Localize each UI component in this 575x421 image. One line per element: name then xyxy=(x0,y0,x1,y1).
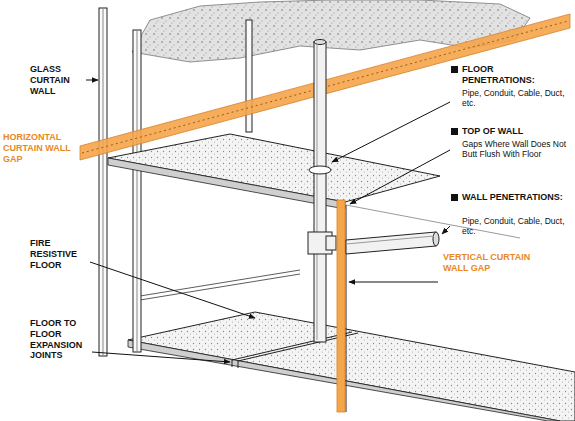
gap-label: VERTICAL CURTAIN WALL GAP xyxy=(443,252,543,274)
upper-floor-slab xyxy=(108,134,440,209)
lower-floor-slab xyxy=(128,312,575,421)
heading-label: TOP OF WALL xyxy=(462,126,567,137)
leader-lines xyxy=(86,80,450,362)
partition-wall xyxy=(337,200,520,412)
part-label: GLASS CURTAIN WALL xyxy=(30,64,84,96)
vertical-pipe xyxy=(308,40,336,343)
part-label: FIRE RESISTIVE FLOOR xyxy=(30,238,88,270)
heading-label: WALL PENETRATIONS: xyxy=(462,192,567,203)
bullet-squares xyxy=(451,66,458,201)
fire-resistive-floor-edge xyxy=(140,270,300,300)
note-label: Gaps Where Wall Does Not Butt Flush With… xyxy=(462,139,567,159)
part-label: FLOOR TO FLOOR EXPANSION JOINTS xyxy=(30,318,90,361)
gap-label: HORIZONTAL CURTAIN WALL GAP xyxy=(3,132,73,164)
horizontal-pipe xyxy=(346,232,439,254)
note-label: Pipe, Conduit, Cable, Duct, etc. xyxy=(462,216,567,236)
heading-label: FLOOR PENETRATIONS: xyxy=(462,64,567,86)
note-label: Pipe, Conduit, Cable, Duct, etc. xyxy=(462,88,567,108)
